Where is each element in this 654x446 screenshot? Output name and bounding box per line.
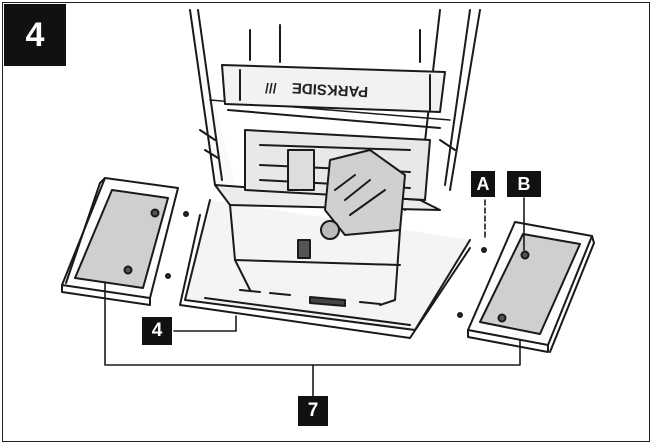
callout-label-4: 4 — [142, 317, 172, 345]
callout-lines — [104, 197, 525, 397]
brand-lettering: PARKSIDE — [291, 79, 368, 100]
callout-label-7: 7 — [298, 396, 328, 426]
left-foot-plate — [61, 177, 189, 306]
figure-border — [2, 2, 650, 442]
right-foot-plate — [457, 221, 595, 353]
callout-label-b: B — [507, 171, 541, 197]
saw-stand-body — [189, 9, 481, 306]
brand-slash-mark: /// — [265, 80, 277, 96]
step-number-badge: 4 — [4, 4, 66, 66]
base-frame — [179, 199, 471, 339]
callout-label-a: A — [471, 171, 495, 197]
